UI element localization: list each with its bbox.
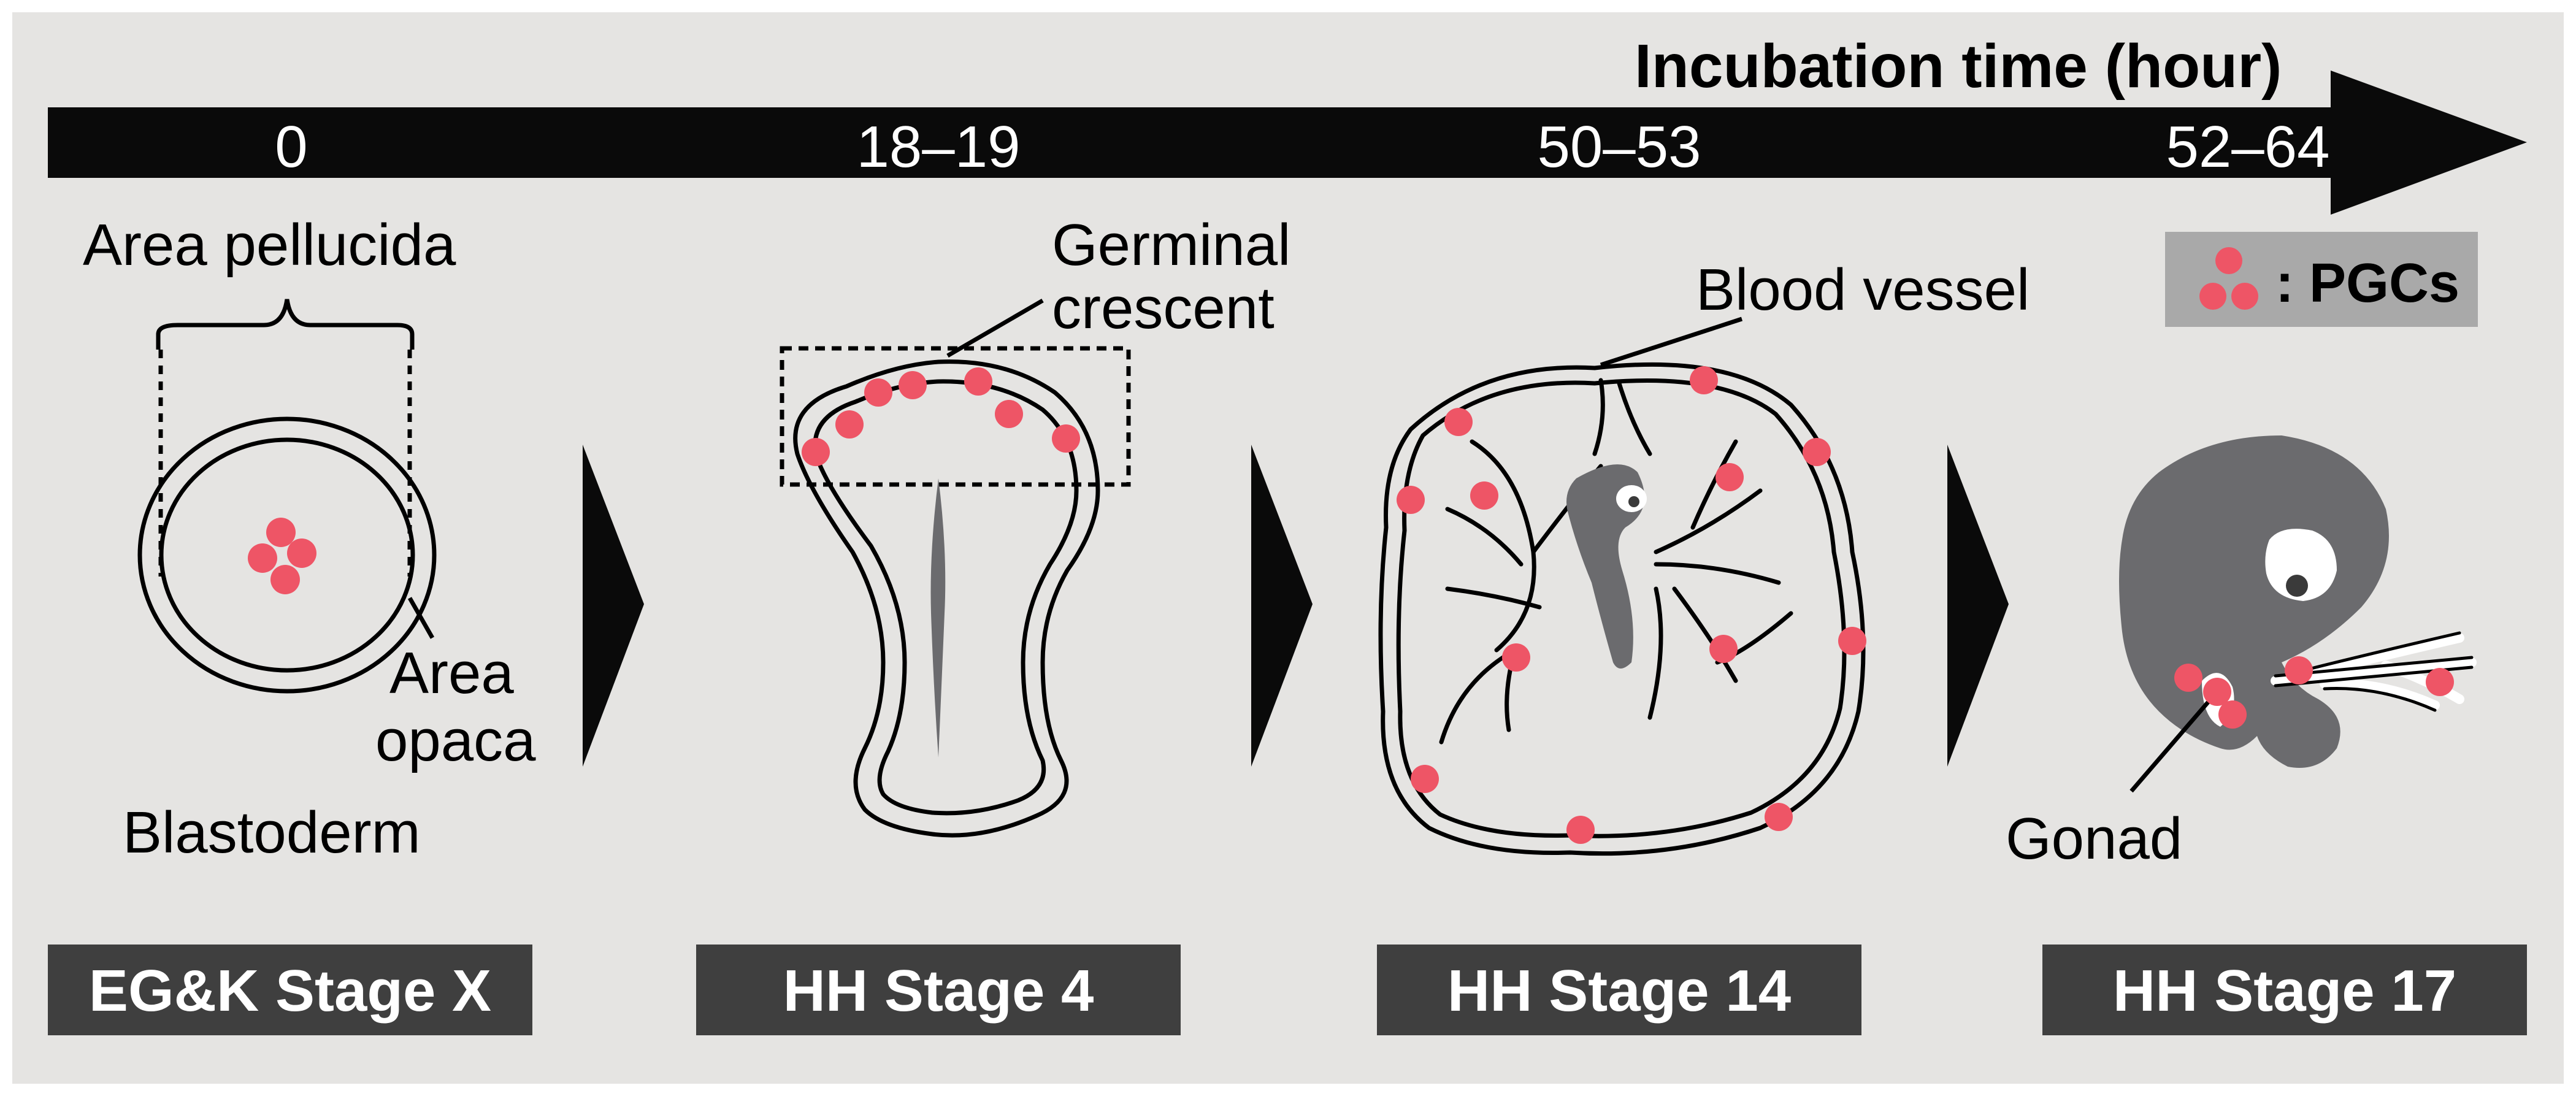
area-pellucida-outline <box>159 437 415 673</box>
label-blood-vessel: Blood vessel <box>1696 257 2030 323</box>
stage-box-4 <box>2042 945 2527 1035</box>
label-gonad: Gonad <box>2006 806 2182 872</box>
label-area-pellucida: Area pellucida <box>83 212 456 278</box>
embryo-outer-outline <box>793 359 1100 838</box>
area-opaca-outline <box>137 416 437 694</box>
stage-box-2 <box>696 945 1181 1035</box>
pgc-blood <box>1397 366 1866 844</box>
stage-arrow-1 <box>583 445 644 767</box>
panel-blastoderm: Area pellucida Area opaca Blastoderm <box>83 212 536 865</box>
panel-hh17: Gonad <box>2006 435 2477 872</box>
timeline-tick-0: 0 <box>275 114 307 180</box>
label-area-opaca-2: opaca <box>375 708 536 773</box>
timeline-arrow <box>48 71 2527 215</box>
embryo-hh14 <box>1566 464 1645 669</box>
stage-label-1: EG&K Stage X <box>89 958 491 1024</box>
area-pellucida-brace <box>156 299 415 350</box>
pgc-cluster <box>248 518 316 594</box>
panel-hh4: Germinal crescent <box>780 212 1290 838</box>
stage-box-1 <box>48 945 532 1035</box>
legend-label: : PGCs <box>2275 253 2459 314</box>
stage-label-3: HH Stage 14 <box>1447 958 1791 1024</box>
gonad-pointer <box>2129 700 2210 793</box>
timeline-title: Incubation time (hour) <box>1635 32 2282 101</box>
blood-vessel-pointer <box>1600 316 1743 367</box>
label-area-opaca-1: Area <box>389 640 514 706</box>
primitive-streak <box>930 478 946 757</box>
pgc-gonad <box>2174 656 2454 729</box>
stage-arrow-2 <box>1251 445 1313 767</box>
stage-label-2: HH Stage 4 <box>783 958 1094 1024</box>
eye-hh17 <box>2265 529 2337 601</box>
stage-arrow-3 <box>1947 445 2009 767</box>
label-blastoderm: Blastoderm <box>123 800 421 865</box>
pgc-legend-icon <box>2199 247 2258 310</box>
legend-box <box>2165 232 2478 327</box>
timeline-tick-3: 52–64 <box>2166 114 2330 180</box>
germinal-pointer <box>946 298 1044 358</box>
stage-box-3 <box>1377 945 1861 1035</box>
timeline-tick-1: 18–19 <box>857 114 1021 180</box>
area-opaca-pointer <box>407 597 435 639</box>
label-germinal-1: Germinal <box>1052 212 1290 278</box>
timeline-tick-2: 50–53 <box>1538 114 1701 180</box>
pgc-crescent <box>802 367 1080 466</box>
label-germinal-2: crescent <box>1052 275 1275 341</box>
germinal-crescent-box <box>780 346 1131 487</box>
panel-hh14: Blood vessel <box>1378 257 2030 856</box>
stage-label-4: HH Stage 17 <box>2113 958 2456 1024</box>
legend: : PGCs <box>2165 232 2478 327</box>
